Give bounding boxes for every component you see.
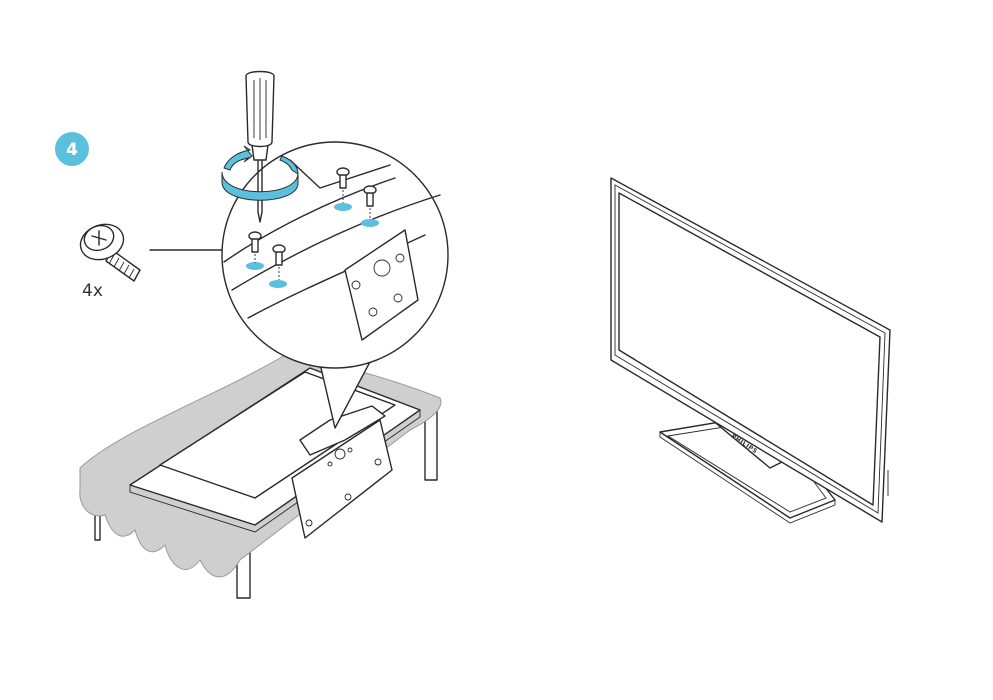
screwdriver-icon <box>245 70 275 223</box>
step-number: 4 <box>66 140 78 160</box>
screw-icon <box>248 231 262 263</box>
screw-icon <box>272 244 286 280</box>
screw-count-label: 4x <box>82 281 103 301</box>
rotation-arrow-icon <box>221 145 299 201</box>
screw-icon <box>79 223 141 282</box>
assembled-tv: PHILIPS <box>610 177 891 524</box>
table-with-tv <box>79 351 442 599</box>
screw-icon <box>336 167 350 203</box>
screw-icon <box>363 185 377 219</box>
callout-interior <box>223 159 441 341</box>
step-badge: 4 <box>55 132 89 166</box>
